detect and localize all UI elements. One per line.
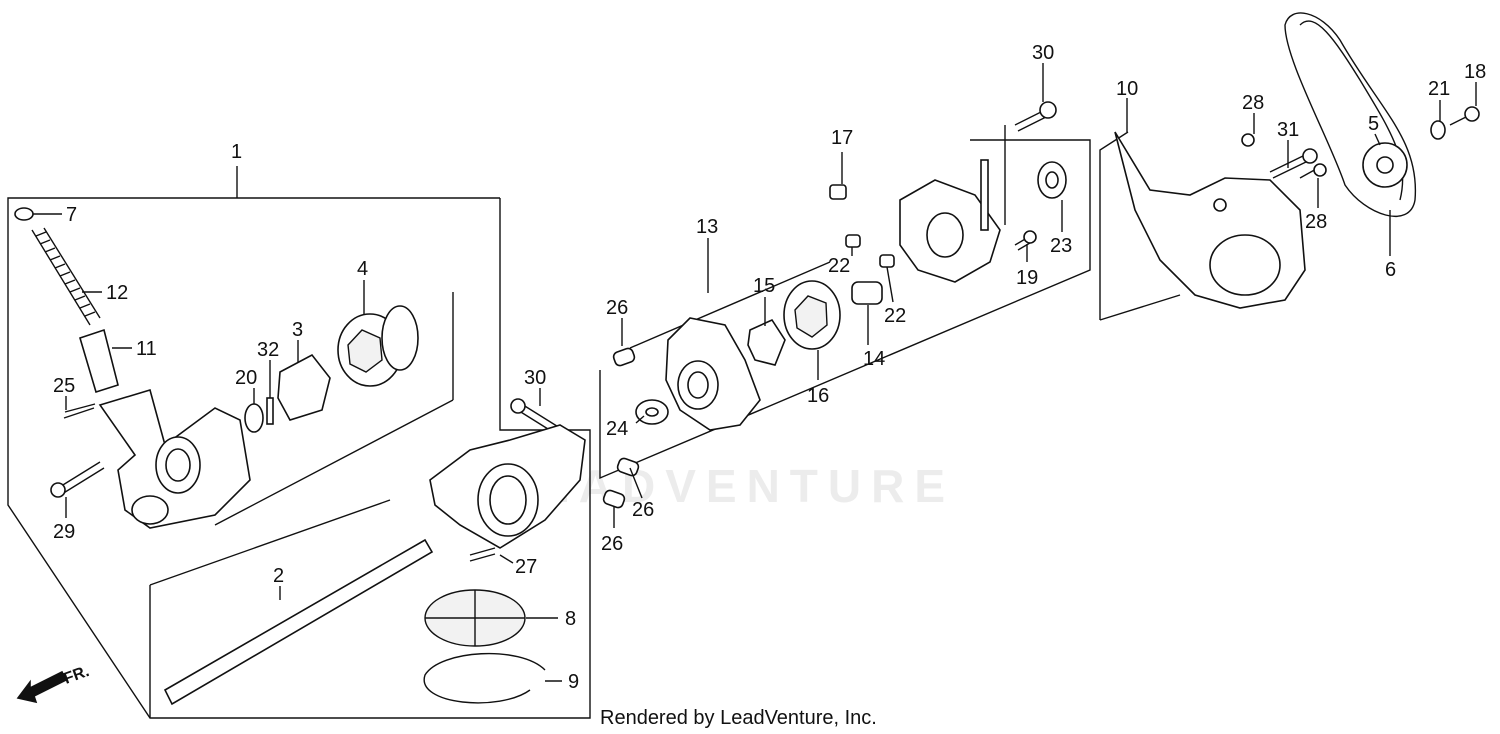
callout-29: 29 <box>53 521 75 543</box>
part-20-washer <box>244 403 264 433</box>
part-26-dowel-a <box>612 347 636 367</box>
callout-26-mid: 26 <box>632 499 654 521</box>
callout-25: 25 <box>53 375 75 397</box>
callout-20: 20 <box>235 367 257 389</box>
part-4-outer-rotor <box>337 305 419 387</box>
part-5-drive-sprocket <box>1362 142 1408 188</box>
callout-21: 21 <box>1428 78 1450 100</box>
part-17-nut <box>829 184 847 200</box>
part-12-relief-spring <box>31 227 101 326</box>
callout-5: 5 <box>1368 113 1379 135</box>
callout-11: 11 <box>136 338 157 360</box>
part-21-washer <box>1430 120 1446 140</box>
callout-30-top: 30 <box>1032 42 1054 64</box>
callout-8: 8 <box>565 608 576 630</box>
part-26-dowel-b <box>616 457 640 477</box>
callout-32: 32 <box>257 339 279 361</box>
part-25-cotter-pin <box>63 403 96 419</box>
part-7-o-ring <box>14 207 34 221</box>
part-9-circlip <box>423 652 546 704</box>
part-28-bolt-a <box>1241 133 1255 147</box>
part-32-dowel-pin <box>266 397 274 425</box>
callout-26-top: 26 <box>606 297 628 319</box>
callout-7: 7 <box>66 204 77 226</box>
part-strainer-housing <box>429 424 586 549</box>
pump-assembly-border <box>599 139 1091 480</box>
part-18-bolt <box>1449 115 1469 126</box>
callout-16: 16 <box>807 385 829 407</box>
callout-10: 10 <box>1116 78 1138 100</box>
front-direction-arrow <box>16 670 68 704</box>
callout-31: 31 <box>1277 119 1299 141</box>
callout-26-bottom: 26 <box>601 533 623 555</box>
part-2-pump-shaft <box>163 538 434 706</box>
part-10-sprocket-cover <box>1114 131 1306 309</box>
callout-4: 4 <box>357 258 368 280</box>
part-pump-body-right <box>899 159 1001 283</box>
assembly-1-border <box>7 197 591 719</box>
callout-3: 3 <box>292 319 303 341</box>
part-6-cam-chain <box>1284 12 1417 218</box>
part-3-inner-rotor <box>277 353 331 421</box>
part-26-dowel-c <box>602 489 626 509</box>
callout-2: 2 <box>273 565 284 587</box>
callout-28-top: 28 <box>1242 92 1264 114</box>
part-16-outer-rotor <box>783 280 841 350</box>
part-11-relief-sleeve <box>79 328 119 394</box>
part-27-pin <box>469 547 496 562</box>
part-22-dowel-a <box>845 234 861 248</box>
callout-24: 24 <box>606 418 628 440</box>
part-23-bearing <box>1037 161 1067 199</box>
callout-14: 14 <box>863 348 885 370</box>
callout-15: 15 <box>753 275 775 297</box>
callout-12: 12 <box>106 282 128 304</box>
part-22-dowel-b <box>879 254 895 268</box>
part-15-inner-rotor <box>747 318 786 366</box>
part-31-bolt <box>1269 154 1309 179</box>
callout-27: 27 <box>515 556 537 578</box>
callout-19: 19 <box>1016 267 1038 289</box>
part-8-oil-strainer-screen <box>424 589 526 647</box>
part-pump-body-left <box>98 388 251 529</box>
front-marker-label: FR. <box>62 663 92 688</box>
callout-1: 1 <box>231 141 242 163</box>
credit-text: Rendered by LeadVenture, Inc. <box>600 707 877 729</box>
part-13-pump-cover <box>665 317 761 431</box>
part-29-bolt <box>57 461 105 495</box>
callout-28-bottom: 28 <box>1305 211 1327 233</box>
callout-6: 6 <box>1385 259 1396 281</box>
callout-22-left: 22 <box>828 255 850 277</box>
leader-lines <box>33 63 1477 682</box>
callout-30-left: 30 <box>524 367 546 389</box>
callout-9: 9 <box>568 671 579 693</box>
callout-23: 23 <box>1050 235 1072 257</box>
callout-22-right: 22 <box>884 305 906 327</box>
callout-13: 13 <box>696 216 718 238</box>
callout-18: 18 <box>1464 61 1486 83</box>
callout-17: 17 <box>831 127 853 149</box>
part-14-pump-valve <box>851 281 883 305</box>
